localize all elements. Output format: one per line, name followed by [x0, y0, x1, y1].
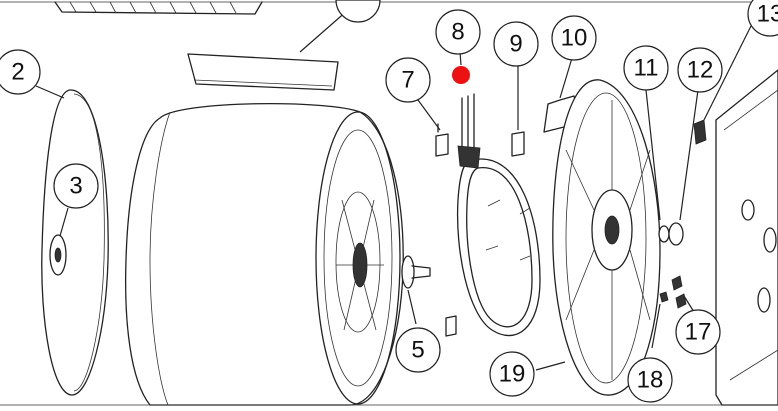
- callout-top-partial: [335, 0, 381, 23]
- callout-3[interactable]: 3: [53, 163, 99, 209]
- leader-7: [417, 99, 441, 131]
- callout-17-label: 17: [685, 319, 712, 346]
- callout-18[interactable]: 18: [627, 357, 673, 403]
- callout-11[interactable]: 11: [623, 45, 669, 91]
- part-12-bearing: [668, 222, 684, 246]
- callout-3-label: 3: [69, 173, 82, 200]
- callout-9[interactable]: 9: [493, 21, 539, 67]
- leader-2: [35, 85, 65, 99]
- callout-8-label: 8: [451, 19, 464, 46]
- leader-top: [299, 9, 349, 53]
- callout-10-label: 10: [561, 25, 588, 52]
- part-7-bracket: [435, 123, 449, 157]
- callout-17[interactable]: 17: [675, 309, 721, 355]
- callout-5-label: 5: [411, 337, 424, 364]
- leader-12: [679, 89, 699, 221]
- callout-2[interactable]: 2: [0, 49, 41, 95]
- callout-12[interactable]: 12: [677, 47, 723, 93]
- part-18-clip: [659, 291, 669, 303]
- callout-12-label: 12: [687, 57, 714, 84]
- lint-filter-part: [187, 53, 339, 91]
- part-19-rear-bulkhead: [552, 79, 661, 396]
- callout-13[interactable]: 13: [747, 0, 778, 37]
- callout-7[interactable]: 7: [385, 57, 431, 103]
- part-8-heating-element: [456, 93, 541, 337]
- leader-11: [645, 89, 661, 221]
- callout-8[interactable]: 8: [435, 9, 481, 55]
- part-9-bracket: [511, 131, 525, 157]
- callout-5[interactable]: 5: [395, 327, 441, 373]
- callout-19[interactable]: 19: [489, 351, 535, 397]
- top-grille-part: [54, 1, 263, 15]
- callout-10[interactable]: 10: [551, 15, 597, 61]
- callout-2-label: 2: [11, 59, 24, 86]
- callout-19-label: 19: [499, 361, 526, 388]
- part-7b-bracket: [445, 315, 457, 337]
- part-5-shaft: [401, 255, 431, 289]
- part-13-rear-panel: [693, 69, 778, 406]
- part-11-bearing: [658, 225, 670, 243]
- leader-3: [59, 207, 69, 237]
- callout-11-label: 11: [634, 55, 659, 82]
- callout-9-label: 9: [509, 31, 522, 58]
- callout-7-label: 7: [401, 67, 414, 94]
- leader-17: [683, 295, 695, 313]
- callout-13-label: 13: [757, 1, 778, 28]
- leader-5: [407, 289, 417, 325]
- leader-13: [703, 23, 753, 121]
- leader-10: [559, 57, 573, 99]
- part-17-clip: [671, 275, 687, 309]
- part-8-highlight-dot: [452, 66, 470, 84]
- drum-part: [125, 102, 404, 406]
- leader-19: [535, 361, 566, 371]
- callout-18-label: 18: [637, 367, 664, 394]
- part-2-door-disc: [41, 89, 109, 396]
- leader-18: [651, 303, 661, 349]
